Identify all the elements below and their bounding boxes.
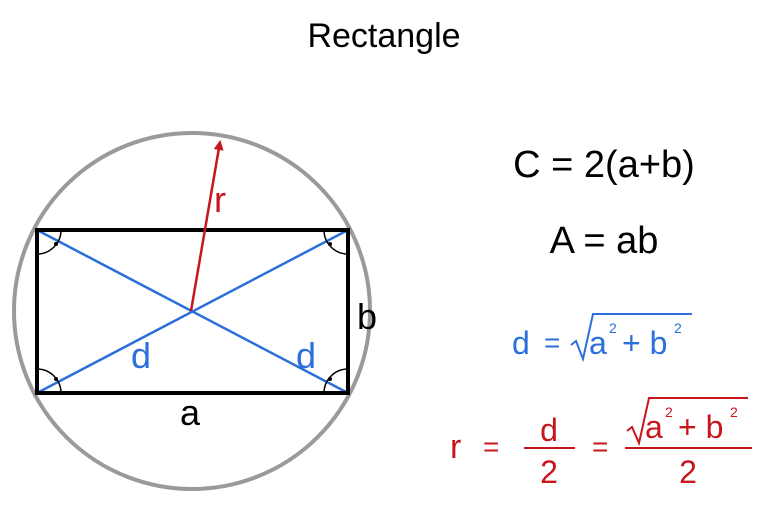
- sqrt-symbol-diagonal: [570, 313, 692, 363]
- circumscribed-circle: [12, 131, 372, 491]
- diagonal-exp-a: 2: [609, 320, 617, 336]
- angle-mark-bottom-right: [323, 368, 349, 394]
- angle-mark-top-left: [36, 229, 62, 255]
- formula-circumference: C = 2(a+b): [513, 144, 695, 186]
- right-angle-dots: [54, 242, 332, 381]
- radius-fraction2-exp-b: 2: [730, 404, 738, 420]
- radius-fraction1-denominator: 2: [540, 454, 558, 490]
- diagonal-label-left: d: [131, 335, 151, 376]
- radius-fraction2-term-b: + b: [678, 409, 723, 445]
- radius-fraction2-denominator: 2: [679, 454, 697, 490]
- right-angle-marks: [36, 229, 349, 394]
- radius-equals-1: =: [483, 431, 499, 462]
- radius-label: r: [214, 179, 226, 220]
- diagonal-label-right: d: [296, 335, 316, 376]
- formula-radius: r = d 2 = a 2 + b 2 2: [450, 397, 752, 490]
- radius-fraction1-numerator: d: [540, 412, 558, 448]
- formula-diagonal: d = a 2 + b 2: [512, 313, 692, 363]
- side-a-label: a: [180, 392, 201, 433]
- radius-lhs: r: [450, 428, 461, 466]
- diagonal-term-b: + b: [622, 325, 667, 361]
- diagonal-equals: =: [544, 327, 560, 358]
- radius-arrow: [189, 140, 224, 312]
- formula-area: A = ab: [550, 220, 659, 262]
- diagonal-exp-b: 2: [674, 320, 682, 336]
- diagonal-line-2: [36, 228, 349, 395]
- diagonal-term-a: a: [589, 325, 607, 361]
- diagram-title: Rectangle: [307, 17, 460, 55]
- angle-mark-top-right: [323, 229, 349, 255]
- rectangle-shape: [35, 228, 350, 395]
- diagonal-lhs: d: [512, 325, 530, 361]
- radius-equals-2: =: [592, 431, 608, 462]
- radius-fraction2-exp-a: 2: [665, 404, 673, 420]
- side-b-label: b: [357, 296, 377, 337]
- angle-mark-bottom-left: [36, 368, 62, 394]
- sqrt-symbol-radius: [626, 397, 748, 447]
- radius-fraction2-term-a: a: [645, 409, 663, 445]
